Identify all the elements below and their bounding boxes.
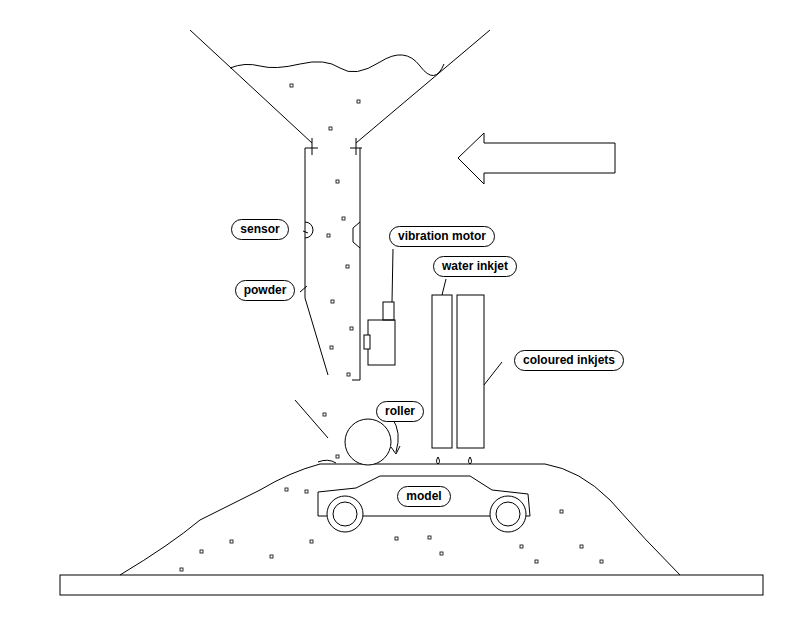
powder-grains xyxy=(180,84,603,571)
powder-grain xyxy=(331,300,334,303)
roller xyxy=(345,419,391,465)
tube-stub xyxy=(312,138,313,155)
rotation-arrow xyxy=(392,418,398,452)
tube-stub xyxy=(356,138,357,155)
label-text: sensor xyxy=(240,222,279,237)
water-inkjet xyxy=(432,295,452,448)
powder-grain xyxy=(310,540,313,543)
motor-top xyxy=(383,302,394,320)
powder-grain xyxy=(305,490,308,493)
base-plate xyxy=(60,575,763,595)
car-wheel xyxy=(333,502,357,526)
powder-heap xyxy=(318,460,336,463)
sensor-symbol xyxy=(305,222,313,238)
powder-grain xyxy=(180,568,183,571)
vibration-motor xyxy=(368,320,395,365)
powder-grain xyxy=(200,550,203,553)
callout-label: water inkjet xyxy=(433,256,517,277)
powder-grain xyxy=(395,537,398,540)
powder-grain xyxy=(336,455,339,458)
coloured-inkjet xyxy=(457,295,484,448)
powder-grain xyxy=(327,234,330,237)
label-text: water inkjet xyxy=(442,259,508,274)
powder-grain xyxy=(330,346,333,349)
powder-grain xyxy=(580,545,583,548)
direction-arrow xyxy=(458,133,615,184)
sensor-symbol xyxy=(353,222,360,248)
tube-wall xyxy=(305,148,328,375)
leader-line xyxy=(300,286,307,292)
powder-grain xyxy=(336,180,339,183)
powder-grain xyxy=(350,327,353,330)
label-text: powder xyxy=(244,283,287,298)
powder-stream xyxy=(295,400,328,438)
powder-grain xyxy=(520,545,523,548)
car-wheel xyxy=(496,502,520,526)
callout-label: sensor xyxy=(231,219,288,240)
label-text: vibration motor xyxy=(398,229,486,244)
powder-grain xyxy=(329,127,332,130)
powder-grain xyxy=(346,265,349,268)
powder-grain xyxy=(347,373,350,376)
hopper-wall xyxy=(190,30,312,143)
callout-label: model xyxy=(397,486,450,507)
powder-grain xyxy=(323,413,326,416)
leader-line xyxy=(303,231,308,233)
powder-grain xyxy=(535,560,538,563)
tube-wall xyxy=(352,148,360,380)
model-car xyxy=(318,476,530,516)
powder-grain xyxy=(270,555,273,558)
powder-grain xyxy=(230,540,233,543)
callout-label: roller xyxy=(376,401,424,422)
tube-top xyxy=(305,148,318,149)
hopper-wall xyxy=(356,30,490,143)
car-wheel xyxy=(327,496,363,532)
powder-grain xyxy=(560,510,563,513)
leader-line xyxy=(484,362,502,385)
droplet xyxy=(469,457,472,464)
droplet xyxy=(437,457,440,464)
callout-label: powder xyxy=(235,280,296,301)
powder-grain xyxy=(428,536,431,539)
powder-grain xyxy=(440,552,443,555)
powder-grain xyxy=(357,100,360,103)
powder-grain xyxy=(290,84,293,87)
powder-bed xyxy=(120,464,680,575)
rotation-arrowhead xyxy=(391,446,400,454)
callout-label: coloured inkjets xyxy=(514,350,624,371)
powder-grain xyxy=(600,560,603,563)
label-text: coloured inkjets xyxy=(523,353,615,368)
leader-line xyxy=(442,279,446,295)
motor-notch xyxy=(364,335,370,349)
powder-grain xyxy=(285,488,288,491)
label-text: roller xyxy=(385,404,415,419)
label-text: model xyxy=(406,489,441,504)
powder-surface xyxy=(230,55,444,76)
powder-grain xyxy=(342,217,345,220)
car-wheel xyxy=(490,496,526,532)
leader-line xyxy=(392,249,393,302)
callout-label: vibration motor xyxy=(389,226,495,247)
